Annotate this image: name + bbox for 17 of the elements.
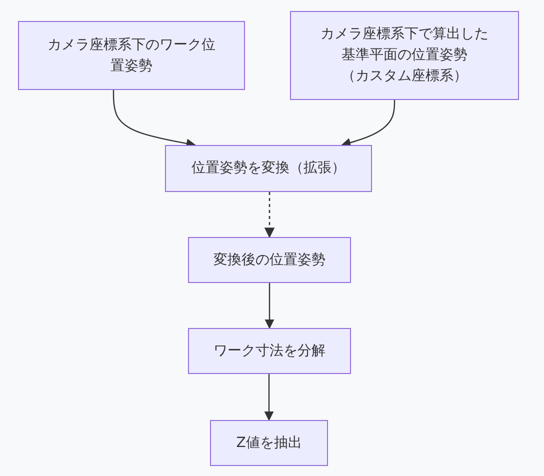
process-box (188, 328, 351, 374)
node-text: 変換後の位置姿勢 (212, 250, 326, 270)
node-text: Z値を抽出 (235, 434, 303, 452)
process-box (18, 21, 245, 90)
process-box (210, 420, 328, 466)
arrow (264, 192, 275, 238)
node-text: カメラ座標系下のワーク位置姿勢 (46, 36, 216, 76)
process-box (290, 11, 519, 100)
node-text: （カスタム座標系） (340, 67, 468, 86)
node-text: ワーク寸法を分解 (212, 342, 326, 360)
arrow (341, 100, 396, 148)
node-text: カメラ座標系下で算出した基準平面の位置姿勢 (320, 25, 490, 65)
process-box (165, 145, 372, 192)
arrow (264, 283, 274, 329)
arrow (264, 374, 274, 421)
node-text: 位置姿勢を変換（拡張） (190, 159, 346, 178)
process-box (188, 237, 351, 283)
